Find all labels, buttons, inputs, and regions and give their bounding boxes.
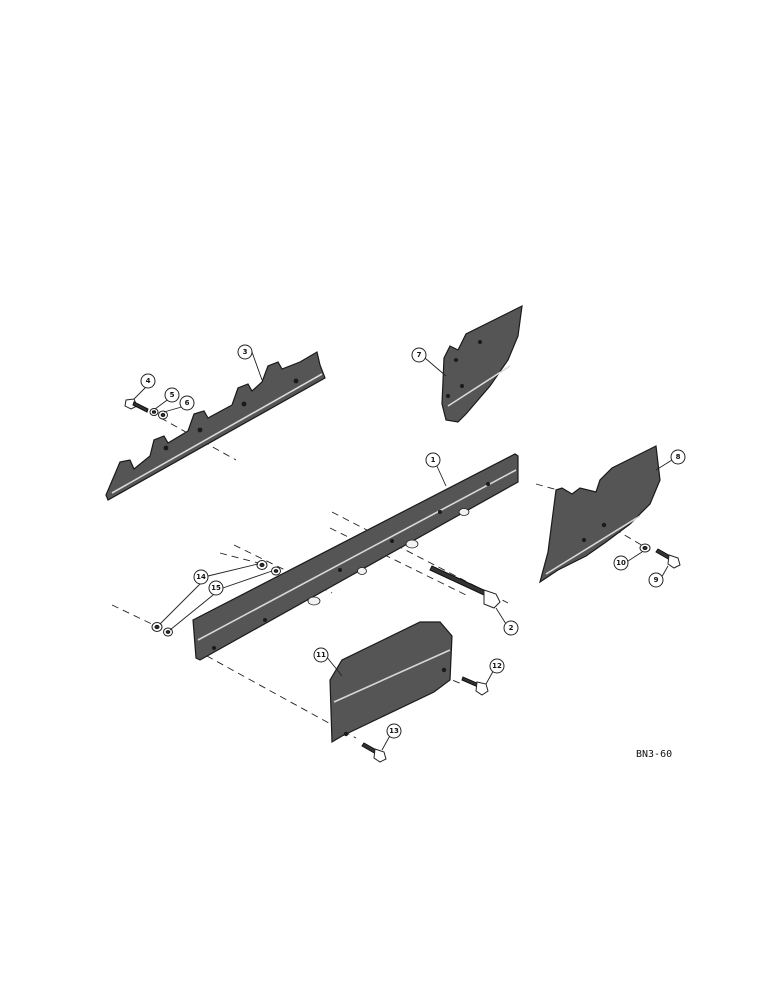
callout-3-label: 3: [243, 348, 248, 356]
part-11-lower-plate: [329, 621, 453, 744]
callout-2: 2: [503, 620, 519, 636]
callout-8-label: 8: [676, 453, 681, 461]
callout-11: 11: [313, 647, 329, 663]
callout-12-label: 12: [492, 662, 502, 670]
callout-5-label: 5: [170, 391, 175, 399]
part-5-washer: [149, 408, 159, 416]
callout-4: 4: [140, 373, 156, 389]
callout-11-label: 11: [316, 651, 326, 659]
callout-10: 10: [613, 555, 629, 571]
callout-7: 7: [411, 347, 427, 363]
callout-10-label: 10: [616, 559, 626, 567]
part-7-upper-shield: [441, 304, 523, 423]
part-9-bolt: [655, 548, 681, 569]
callout-9-label: 9: [654, 576, 659, 584]
callout-4-label: 4: [146, 377, 151, 385]
callout-12: 12: [489, 658, 505, 674]
part-13-bolt: [361, 742, 387, 763]
callout-15: 15: [208, 580, 224, 596]
callout-6-label: 6: [185, 399, 190, 407]
callout-2-label: 2: [509, 624, 514, 632]
figure-code: BN3-60: [636, 749, 672, 760]
callout-13-label: 13: [389, 727, 399, 735]
part-10-washer: [639, 543, 651, 553]
callout-5: 5: [164, 387, 180, 403]
callout-1: 1: [425, 452, 441, 468]
part-8-right-shield: [539, 445, 661, 584]
callout-14-label: 14: [196, 573, 206, 581]
part-12-bolt: [461, 676, 489, 696]
callout-14: 14: [193, 569, 209, 585]
callout-9: 9: [648, 572, 664, 588]
callout-3: 3: [237, 344, 253, 360]
part-2-long-bolt: [429, 565, 501, 609]
callout-1-label: 1: [431, 456, 436, 464]
part-6-nut: [158, 410, 168, 420]
leader-lines: [133, 351, 673, 751]
callout-15-label: 15: [211, 584, 221, 592]
part-1-main-bar: [192, 453, 519, 661]
callout-8: 8: [670, 449, 686, 465]
part-3-serrated-guard: [105, 351, 326, 501]
part-4-bolt: [124, 398, 149, 413]
callout-7-label: 7: [417, 351, 422, 359]
callout-13: 13: [386, 723, 402, 739]
part-14-nuts: [151, 560, 268, 632]
callout-6: 6: [179, 395, 195, 411]
